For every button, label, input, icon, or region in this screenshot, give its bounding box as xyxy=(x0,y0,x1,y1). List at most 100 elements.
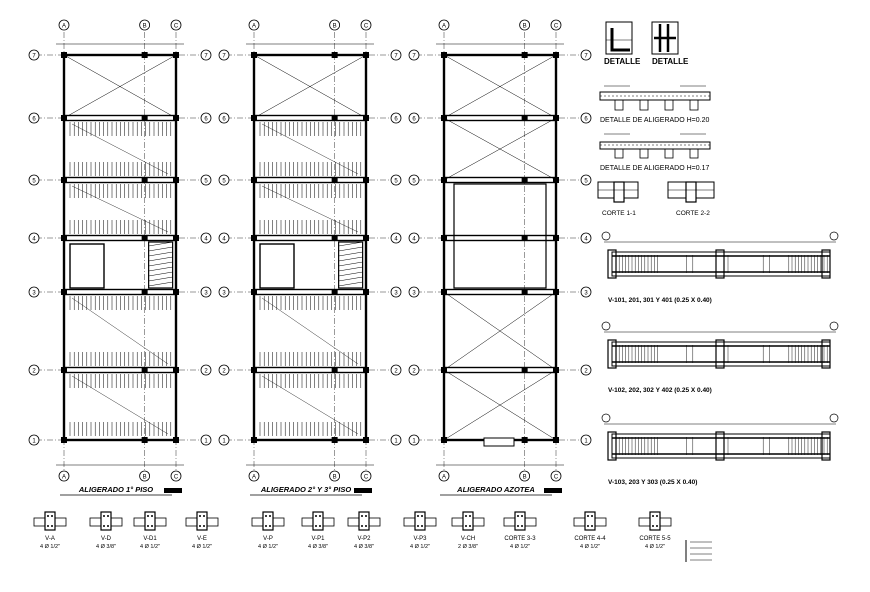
section-spec: 4 Ø 1/2" xyxy=(40,544,60,550)
detail-label-2: DETALLE xyxy=(652,57,689,66)
plan-title: ALIGERADO 1° PISO xyxy=(78,485,153,494)
axis-label: 1 xyxy=(394,438,398,444)
plan-title: ALIGERADO AZOTEA xyxy=(456,485,535,494)
rebar-dot xyxy=(521,525,523,527)
axis-label: B xyxy=(333,474,337,480)
axis-label: 4 xyxy=(412,236,416,242)
axis-bubble xyxy=(329,470,341,482)
column-support xyxy=(715,249,725,279)
axis-bubble xyxy=(218,112,230,124)
axis-bubble xyxy=(580,112,592,124)
axis-label: 1 xyxy=(222,438,226,444)
stair-hatch xyxy=(148,266,173,272)
rebar-dot xyxy=(107,525,109,527)
title-bar xyxy=(354,488,372,493)
axis-bubble xyxy=(218,434,230,446)
outer-wall xyxy=(62,53,178,442)
axis-label: C xyxy=(174,474,179,480)
column xyxy=(173,177,179,183)
entrance xyxy=(483,437,515,447)
column xyxy=(251,52,257,58)
inner-wall xyxy=(69,243,105,289)
axis-bubble xyxy=(170,470,182,482)
section-12: CORTE 5-54 Ø 1/2" xyxy=(638,511,672,550)
section-11: CORTE 4-44 Ø 1/2" xyxy=(573,511,607,550)
slab-direction xyxy=(71,297,169,365)
plan-title: ALIGERADO 2° Y 3° PISO xyxy=(260,485,351,494)
slab-detail-title-2: DETALLE DE ALIGERADO H=0.17 xyxy=(600,165,709,172)
slab-direction xyxy=(71,375,169,435)
column xyxy=(521,115,528,121)
column xyxy=(521,367,528,373)
axis-label: 3 xyxy=(204,290,208,296)
axis-bubble xyxy=(28,174,40,186)
section-name: V-P xyxy=(263,536,273,542)
stair-hatch xyxy=(148,241,173,247)
column xyxy=(521,177,528,183)
stair-hatch xyxy=(338,246,363,252)
section-2: V-D4 Ø 3/8" xyxy=(89,511,123,550)
axis-label: A xyxy=(252,23,256,29)
column xyxy=(441,235,447,241)
rebar-dot xyxy=(151,515,153,517)
stair-hatch xyxy=(338,276,363,282)
axis-bubble xyxy=(200,112,212,124)
stair-hatch xyxy=(148,261,173,267)
axis-label: A xyxy=(442,23,446,29)
rebar-dot xyxy=(591,515,593,517)
column xyxy=(521,289,528,295)
beam xyxy=(443,234,557,242)
axis-bubble xyxy=(580,49,592,61)
column xyxy=(441,52,447,58)
rebar-dot xyxy=(421,515,423,517)
column xyxy=(251,177,257,183)
section-2-2: CORTE 2-2 xyxy=(667,181,715,217)
axis-bubble xyxy=(580,232,592,244)
axis-bubble xyxy=(58,470,70,482)
column xyxy=(141,177,148,183)
beam-elevation-1: V-101, 201, 301 Y 401 (0.25 X 0.40) xyxy=(601,231,839,304)
axis-label: 2 xyxy=(394,368,398,374)
section-name: V-A xyxy=(45,536,55,542)
column xyxy=(251,437,257,443)
axis-bubble xyxy=(408,49,420,61)
axis-label: 3 xyxy=(394,290,398,296)
beam-section xyxy=(100,511,112,531)
slab-direction xyxy=(261,375,359,435)
void-diagonal xyxy=(443,54,557,119)
stair xyxy=(338,241,364,289)
column xyxy=(173,289,179,295)
axis-bubble xyxy=(218,232,230,244)
rebar-dot xyxy=(587,515,589,517)
axis-bubble xyxy=(360,19,372,31)
axis-bubble xyxy=(519,19,531,31)
column xyxy=(441,115,447,121)
column xyxy=(61,235,67,241)
column xyxy=(521,52,528,58)
rebar-dot xyxy=(199,525,201,527)
column xyxy=(61,437,67,443)
axis-bubble xyxy=(580,174,592,186)
column xyxy=(173,52,179,58)
roof-slab xyxy=(453,183,547,289)
beam-section xyxy=(414,511,426,531)
axis-bubble xyxy=(139,470,151,482)
rebar-dot xyxy=(417,525,419,527)
axis-label: 3 xyxy=(412,290,416,296)
rebar-dot xyxy=(47,525,49,527)
rebar-dot xyxy=(51,525,53,527)
beam-section xyxy=(44,511,56,531)
column xyxy=(141,235,148,241)
axis-label: 6 xyxy=(222,116,226,122)
rebar-dot xyxy=(517,525,519,527)
axis-bubble xyxy=(248,470,260,482)
axis-bubble xyxy=(390,434,402,446)
axis-label: 1 xyxy=(32,438,36,444)
axis-bubble xyxy=(218,49,230,61)
axis-bubble xyxy=(28,112,40,124)
section-5: V-P4 Ø 1/2" xyxy=(251,511,285,550)
rebar-dot xyxy=(361,525,363,527)
axis-label: 4 xyxy=(32,236,36,242)
axis-bubble xyxy=(28,364,40,376)
